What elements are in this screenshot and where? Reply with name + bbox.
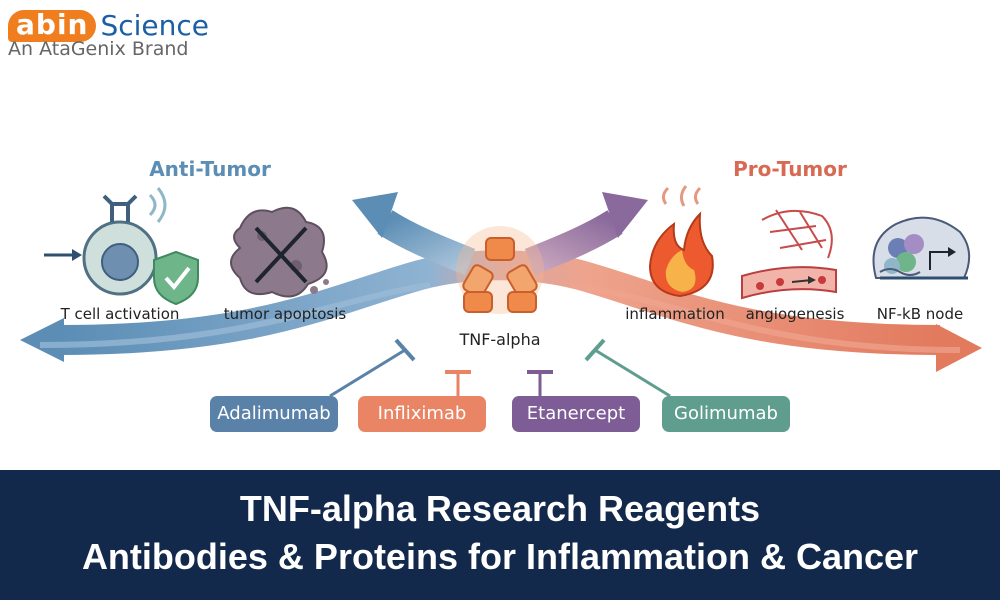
up-right-flow (524, 210, 623, 275)
banner-title-line1: TNF-alpha Research Reagents (239, 488, 761, 529)
tnf-alpha-label: TNF-alpha (459, 330, 541, 349)
adalimumab-badge: Adalimumab (210, 396, 338, 432)
tumor-cell-icon (230, 206, 329, 298)
tumor-apoptosis-label: tumor apoptosis (223, 305, 347, 323)
flame-icon (648, 185, 714, 298)
infliximab-badge: Infliximab (358, 396, 486, 432)
logo-science: Science (100, 9, 210, 42)
up-left-arrowhead (352, 192, 398, 238)
anti-tumor-heading: Anti-Tumor (149, 157, 271, 181)
inflammation-label: inflammation (625, 305, 725, 323)
tnf-alpha-trimer-icon (456, 226, 544, 314)
t-cell-icon (44, 187, 199, 306)
etanercept-badge: Etanercept (512, 396, 640, 432)
up-right-arrowhead (602, 192, 648, 238)
banner-title-line2: Antibodies & Proteins for Inflammation &… (81, 536, 919, 577)
angiogenesis-label: angiogenesis (745, 305, 845, 323)
pathway-arrows (20, 185, 982, 398)
title-banner: TNF-alpha Research Reagents Antibodies &… (0, 470, 1000, 600)
golimumab-badge: Golimumab (662, 396, 790, 432)
pro-tumor-heading: Pro-Tumor (733, 157, 847, 181)
left-arrowhead (20, 318, 64, 362)
up-left-flow (377, 210, 476, 275)
blood-vessel-icon (741, 209, 837, 300)
inhibitor-lines (329, 338, 671, 398)
nfkb-gene-icon (872, 216, 971, 280)
t-cell-activation-label: T cell activation (60, 305, 180, 323)
nfkb-node-label: NF-kB node (876, 305, 964, 323)
logo-tagline: An AtaGenix Brand (8, 38, 189, 60)
logo-abin: abin (8, 10, 97, 42)
